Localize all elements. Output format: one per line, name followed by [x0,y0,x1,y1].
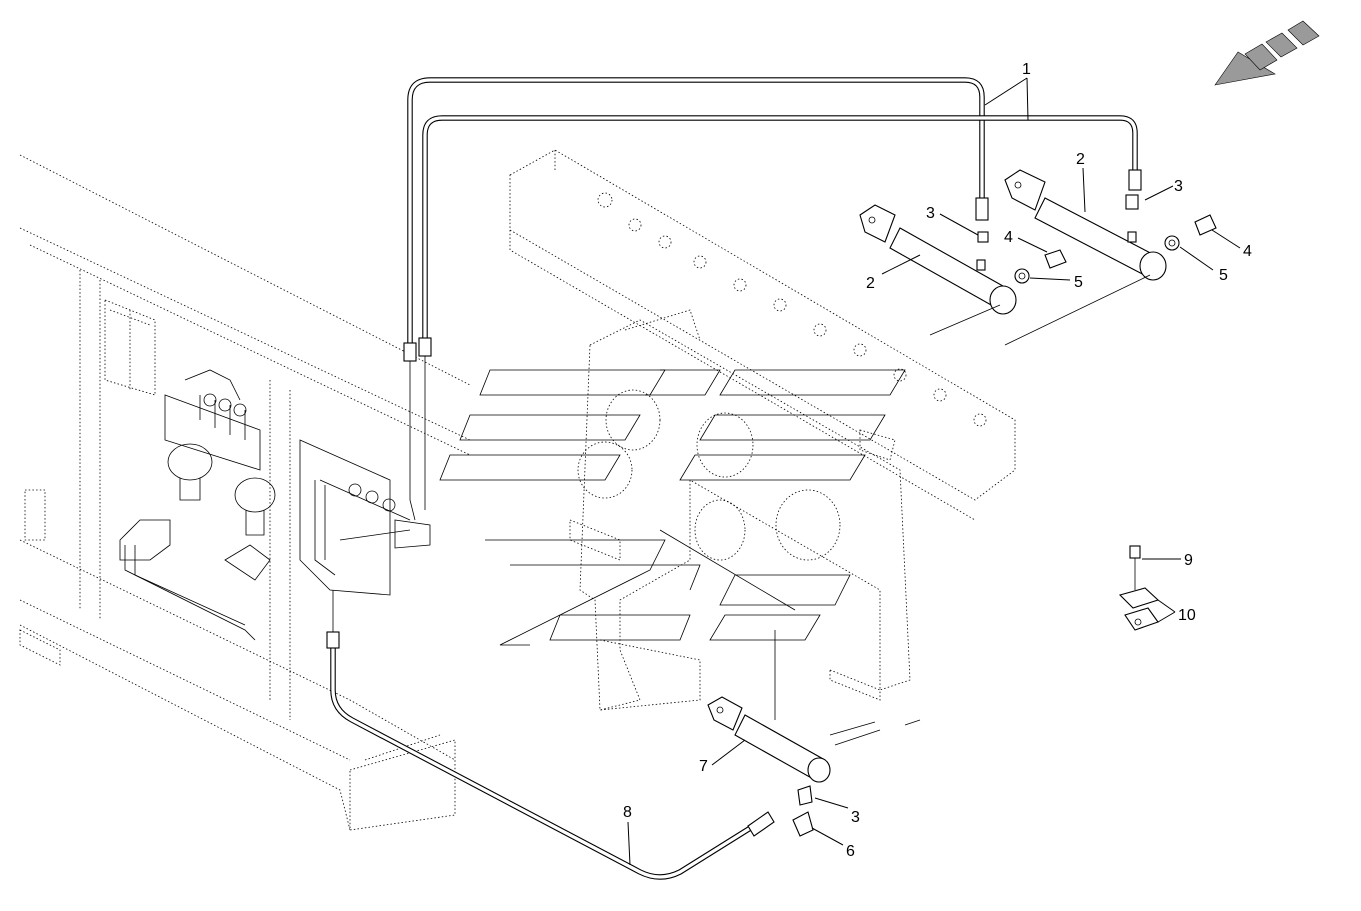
callout-8: 8 [623,804,632,821]
callout-5-left: 5 [1074,274,1083,291]
callout-5-right: 5 [1219,267,1228,284]
pins-and-washers [1014,214,1217,284]
hydraulic-hose-1 [403,77,1142,521]
callout-3-top-left: 3 [926,205,935,222]
callout-2-right: 2 [1076,151,1085,168]
callout-10: 10 [1178,607,1196,624]
callout-9: 9 [1184,552,1193,569]
callout-4-right: 4 [1243,243,1252,260]
hydraulic-hose-8 [326,590,775,880]
hydraulic-cylinder-bottom [659,529,921,837]
leader-lines [627,77,1241,866]
direction-arrow-icon [1214,20,1320,86]
callout-3-top-right: 3 [1174,178,1183,195]
callout-6: 6 [846,843,855,860]
callout-3-bottom: 3 [851,809,860,826]
callout-labels: 1 2 2 3 3 3 4 4 5 5 6 7 8 9 10 [623,61,1252,860]
callout-7: 7 [699,758,708,775]
machine-frame [19,149,1016,831]
hydraulic-cylinder-right [1004,169,1167,346]
bolt-and-clamp [1118,545,1160,631]
hydraulic-cylinder-left [859,204,1017,336]
callout-1: 1 [1022,61,1031,78]
callout-4-left: 4 [1004,229,1013,246]
callout-2-left: 2 [866,275,875,292]
